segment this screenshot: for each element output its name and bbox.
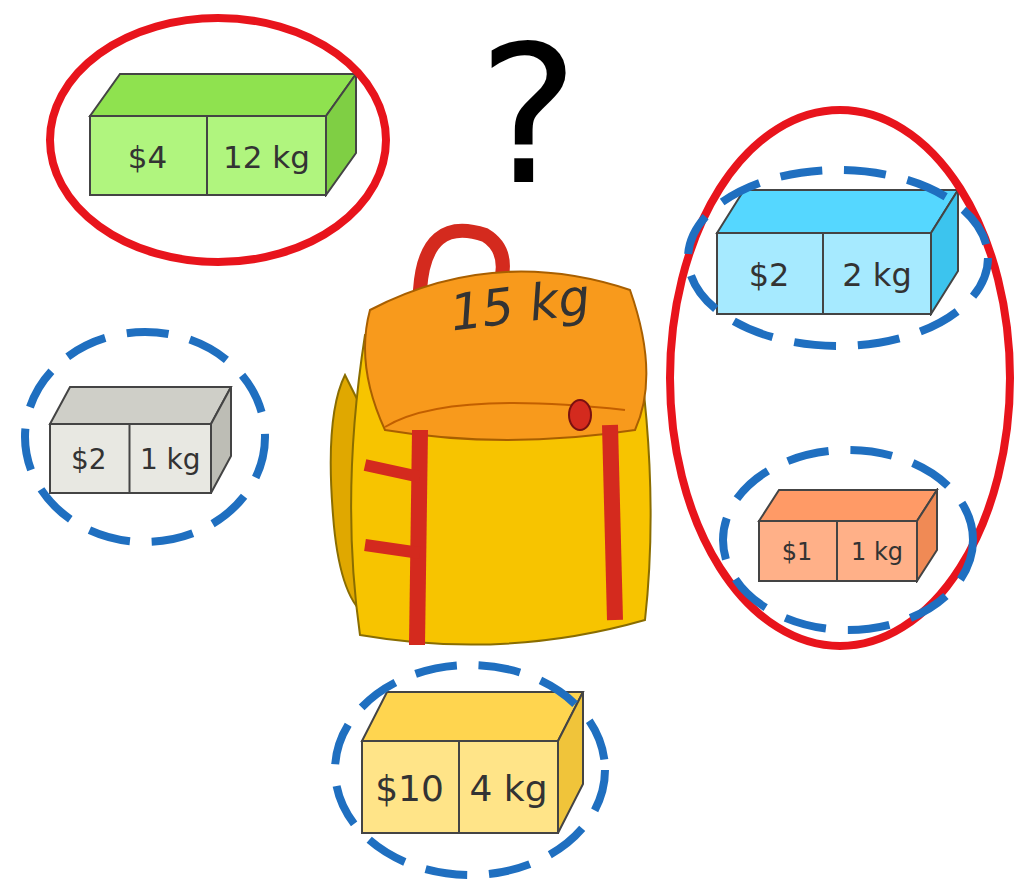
box-divider [458,741,460,833]
item-box: $412 kg [88,72,358,197]
item-box: $22 kg [715,188,960,316]
red-selection-ring [50,18,386,262]
item-weight: 1 kg [837,521,917,583]
box-top [50,387,231,424]
item-value: $4 [88,116,207,197]
box-divider [822,233,824,314]
item-weight: 12 kg [207,116,326,197]
box-side [326,74,356,195]
question-mark: ? [478,22,579,212]
backpack-strap [610,425,615,620]
box-side [211,387,231,493]
item-box: $104 kg [360,690,585,835]
item-box: $21 kg [48,385,233,495]
backpack-strap [417,430,420,645]
box-shape [48,385,233,495]
box-divider [206,116,208,195]
backpack-strap [365,465,420,553]
box-shape [757,488,939,583]
item-weight: 4 kg [459,741,558,835]
box-side [931,190,958,314]
red-selection-ring [670,110,1010,646]
item-value: $10 [360,741,459,835]
box-shape [88,72,358,197]
item-box: $11 kg [757,488,939,583]
backpack-button [569,400,591,430]
blue-dashed-ring [688,170,988,346]
box-divider [129,424,131,493]
item-value: $1 [757,521,837,583]
item-value: $2 [48,424,130,495]
box-top [362,692,583,741]
box-shape [715,188,960,316]
box-divider [836,521,838,581]
blue-dashed-ring [335,665,605,875]
box-top [90,74,356,116]
blue-dashed-ring [25,332,265,542]
box-side [917,490,937,581]
box-top [759,490,937,521]
item-value: $2 [715,233,823,316]
knapsack: 15 kg [325,215,665,655]
box-top [717,190,958,233]
item-weight: 2 kg [823,233,931,316]
item-weight: 1 kg [130,424,212,495]
box-shape [360,690,585,835]
blue-dashed-ring [723,450,973,630]
box-side [558,692,583,833]
